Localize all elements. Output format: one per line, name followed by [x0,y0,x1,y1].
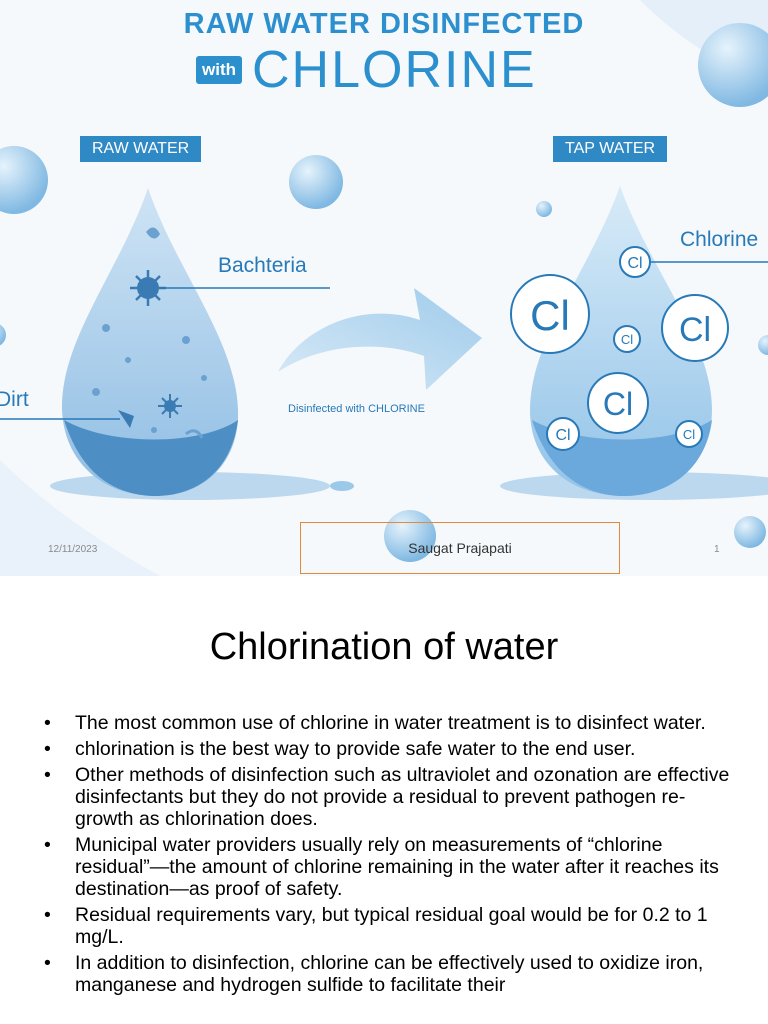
list-item: • The most common use of chlorine in wate… [44,712,734,734]
bubble [698,23,768,107]
bullet-icon: • [44,712,51,734]
bullet-text: Residual requirements vary, but typical … [75,904,708,948]
title-with: with [196,56,242,84]
bullet-text: chlorination is the best way to provide … [75,738,636,760]
bubble [384,510,436,562]
content-slide: Chlorination of water • The most common u… [0,576,768,1024]
cl-symbol: Cl [627,255,642,272]
bubble [289,155,343,209]
dirt-label: Dirt [0,388,29,411]
cl-atom [613,325,641,353]
cl-atom [510,274,590,354]
list-item: • Residual requirements vary, but typical… [44,904,734,948]
bubble [758,335,768,355]
bubble [0,324,6,346]
cl-atom [546,417,580,451]
chlorine-label: Chlorine [680,228,759,251]
tap-water-tag: TAP WATER [553,136,668,162]
bacteria-label: Bachteria [218,254,307,277]
list-item: • In addition to disinfection, chlorine c… [44,952,734,996]
cl-symbol: Cl [683,427,695,442]
raw-water-drop [0,188,330,500]
list-item: • Municipal water providers usually rely … [44,834,734,900]
illustration: Cl Cl Cl Cl Cl Cl Cl [0,0,768,576]
list-item: • Other methods of disinfection such as u… [44,764,734,830]
cl-atom [661,294,729,362]
bullet-text: The most common use of chlorine in water… [75,712,706,734]
bullet-icon: • [44,738,51,760]
list-item: • chlorination is the best way to provide… [44,738,734,760]
cl-symbol: Cl [679,311,711,349]
bullet-text: Other methods of disinfection such as ul… [75,764,730,830]
arrow-caption: Disinfected with CHLORINE [288,403,425,415]
cl-atom [619,246,651,278]
bullet-icon: • [44,904,51,926]
bullet-list: • The most common use of chlorine in wate… [44,712,734,1000]
bubble [0,146,48,214]
cl-symbol: Cl [555,427,570,444]
cl-symbol: Cl [603,386,633,422]
bullet-icon: • [44,952,51,974]
raw-water-tag: RAW WATER [80,136,202,162]
slide-title: Chlorination of water [209,626,559,668]
arrow [278,288,482,390]
footer-author: Saugat Prajapati [300,522,620,574]
page-number: 1 [714,544,720,555]
title-chlorine: CHLORINE [252,41,537,99]
cl-symbol: Cl [621,332,633,347]
bullet-text: In addition to disinfection, chlorine ca… [75,952,704,996]
bullet-icon: • [44,834,51,856]
title-line-2: with CHLORINE [196,42,537,98]
cl-atom [675,420,703,448]
title-slide: Cl Cl Cl Cl Cl Cl Cl RAW WATER DISINFECT… [0,0,768,576]
bubble [734,516,766,548]
cl-atom [587,372,649,434]
bubble [536,201,552,217]
cl-symbol: Cl [530,292,570,339]
bullet-text: Municipal water providers usually rely o… [75,834,719,900]
title-line-1: RAW WATER DISINFECTED [183,8,585,40]
footer-date: 12/11/2023 [48,544,98,555]
bullet-icon: • [44,764,51,786]
